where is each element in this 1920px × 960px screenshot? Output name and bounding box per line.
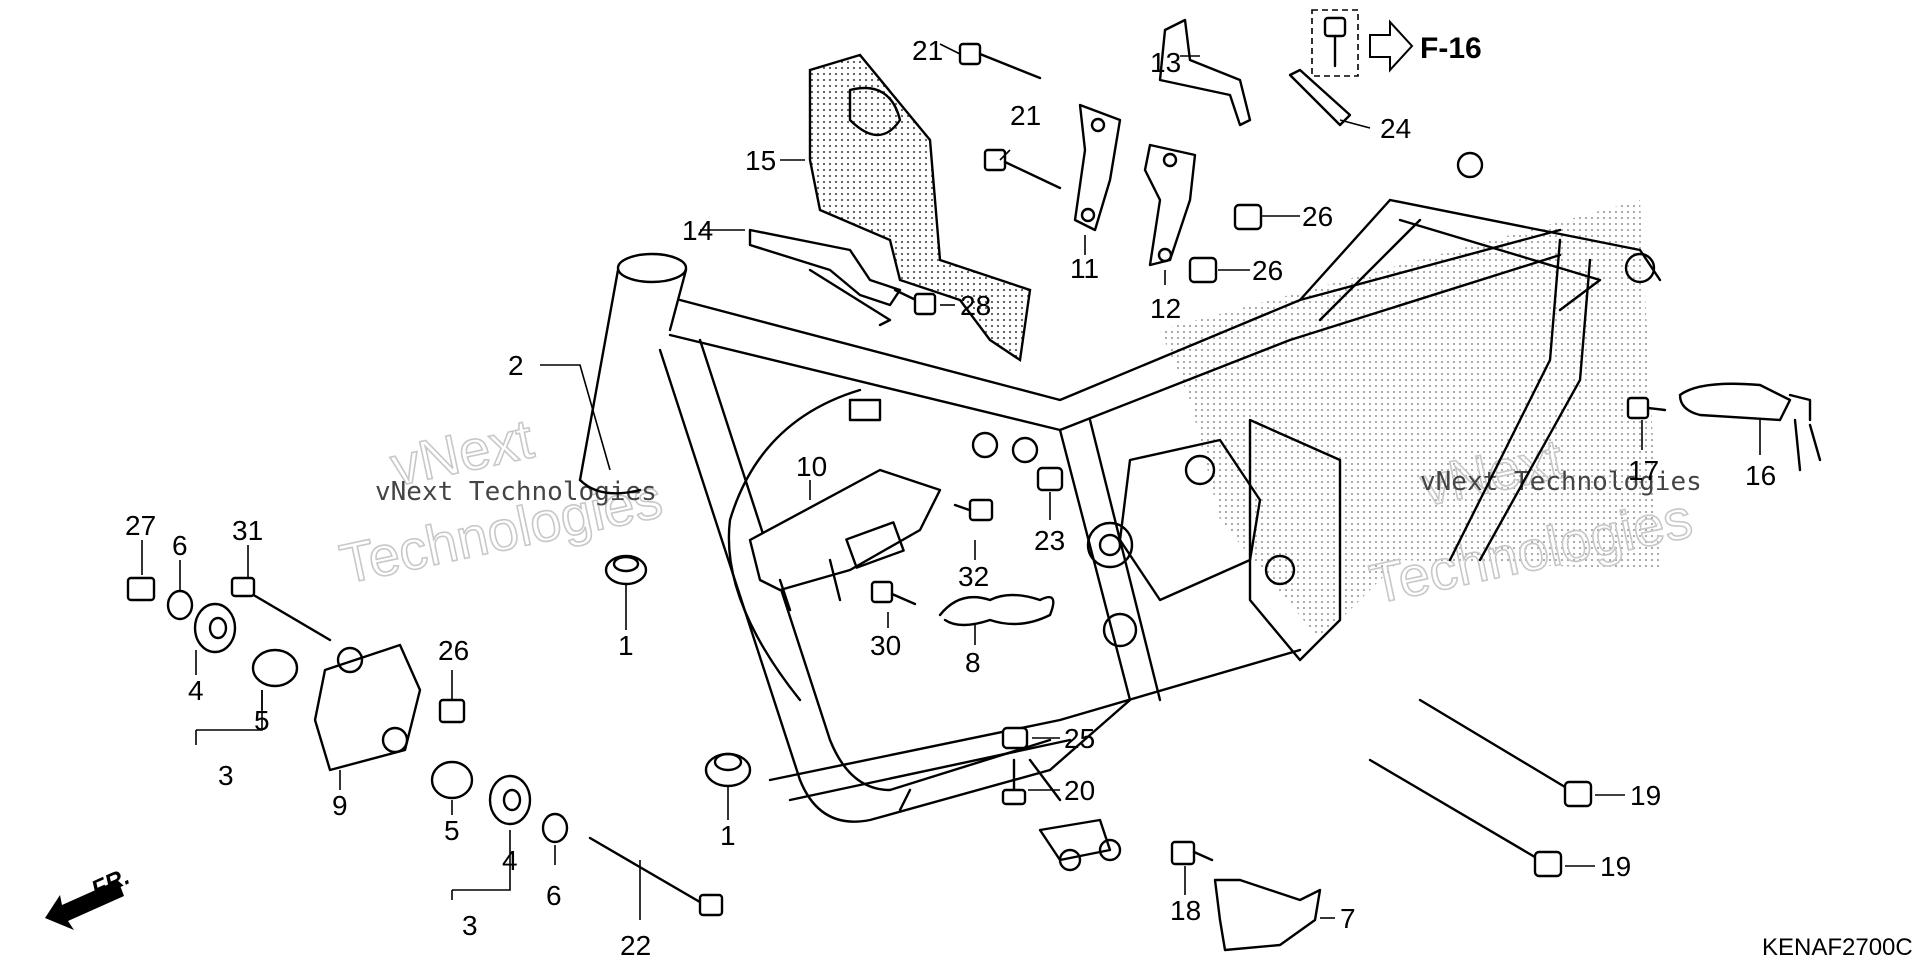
callout-16: 16 xyxy=(1745,460,1776,491)
callout-21-lower: 21 xyxy=(1010,100,1041,131)
callout-10: 10 xyxy=(796,451,827,482)
callout-2: 2 xyxy=(508,350,524,381)
engine-hanger-assembly xyxy=(126,576,724,917)
callout-5-upper: 5 xyxy=(254,705,270,736)
bracket-14 xyxy=(748,228,902,327)
direction-arrow xyxy=(45,880,124,930)
callout-22: 22 xyxy=(620,930,651,960)
cross-reference: F-16 xyxy=(1420,32,1482,65)
callout-32: 32 xyxy=(958,561,989,592)
plate-15 xyxy=(808,53,1032,363)
bolt-21-upper xyxy=(958,42,1042,80)
callout-27: 27 xyxy=(125,510,156,541)
callout-25: 25 xyxy=(1064,723,1095,754)
bracket-12 xyxy=(1143,143,1197,267)
diagram-code: KENAF2700C xyxy=(1762,934,1913,960)
nut-26-upper xyxy=(1233,203,1263,231)
callout-17: 17 xyxy=(1628,455,1659,486)
callout-6-lower: 6 xyxy=(546,880,562,911)
callout-3-upper: 3 xyxy=(218,760,234,791)
callout-26-left: 26 xyxy=(438,635,469,666)
bolt-30 xyxy=(870,580,917,606)
callout-26-lower: 26 xyxy=(1252,255,1283,286)
callout-13: 13 xyxy=(1150,47,1181,78)
grommet-lower xyxy=(704,752,752,788)
callout-4-lower: 4 xyxy=(502,845,518,876)
spring-8 xyxy=(938,593,1055,627)
grommet-upper xyxy=(604,554,648,586)
callout-7: 7 xyxy=(1340,903,1356,934)
clamp-24 xyxy=(1288,68,1352,127)
watermark-caption-right: vNext Technologies xyxy=(1420,467,1702,497)
callout-20: 20 xyxy=(1064,775,1095,806)
bracket-10 xyxy=(748,468,942,612)
callout-19-upper: 19 xyxy=(1630,780,1661,811)
bolt-21-lower xyxy=(983,148,1062,190)
callout-6-upper: 6 xyxy=(172,530,188,561)
leader-lines xyxy=(141,43,1761,920)
ignition-switch-16 xyxy=(1678,382,1822,472)
bolt-28 xyxy=(893,288,937,316)
callout-11: 11 xyxy=(1070,253,1099,284)
callout-23: 23 xyxy=(1034,525,1065,556)
nut-26-lower xyxy=(1188,256,1218,284)
bolt-32 xyxy=(953,498,994,522)
bracket-11 xyxy=(1073,103,1122,232)
bolt-20 xyxy=(1001,758,1027,806)
callout-15: 15 xyxy=(745,145,776,176)
callout-12: 12 xyxy=(1150,293,1181,324)
bracket-7 xyxy=(1213,878,1322,952)
callout-9: 9 xyxy=(332,790,348,821)
callout-1-upper: 1 xyxy=(618,630,634,661)
bolt-19-upper xyxy=(1418,698,1593,808)
callout-30: 30 xyxy=(870,630,901,661)
bolt-18 xyxy=(1170,840,1214,866)
callout-21-upper: 21 xyxy=(912,35,943,66)
callout-3-lower: 3 xyxy=(462,910,478,941)
bracket-13 xyxy=(1158,18,1252,127)
nut-25 xyxy=(1001,726,1029,750)
callout-24: 24 xyxy=(1380,113,1411,144)
callout-14: 14 xyxy=(682,215,713,246)
watermark-caption-left: vNext Technologies xyxy=(375,477,657,507)
callout-31: 31 xyxy=(232,515,263,546)
frame-body xyxy=(578,151,1662,872)
nut-23 xyxy=(1036,466,1064,492)
bolt-19-lower xyxy=(1368,758,1563,878)
callout-1-lower: 1 xyxy=(720,820,736,851)
callout-8: 8 xyxy=(965,647,981,678)
screw-17 xyxy=(1626,396,1667,420)
callout-19-lower: 19 xyxy=(1600,851,1631,882)
callout-18: 18 xyxy=(1170,895,1201,926)
arrow-f16 xyxy=(1369,19,1414,73)
bolt-f16 xyxy=(1311,9,1359,77)
callout-4-upper: 4 xyxy=(188,675,204,706)
callout-28: 28 xyxy=(960,290,991,321)
callout-5-lower: 5 xyxy=(444,815,460,846)
callout-26-upper: 26 xyxy=(1302,201,1333,232)
callout-numbers: 21 13 24 21 15 14 28 11 12 26 26 2 1 1 1… xyxy=(125,35,1776,960)
frame-shading xyxy=(1160,200,1660,640)
